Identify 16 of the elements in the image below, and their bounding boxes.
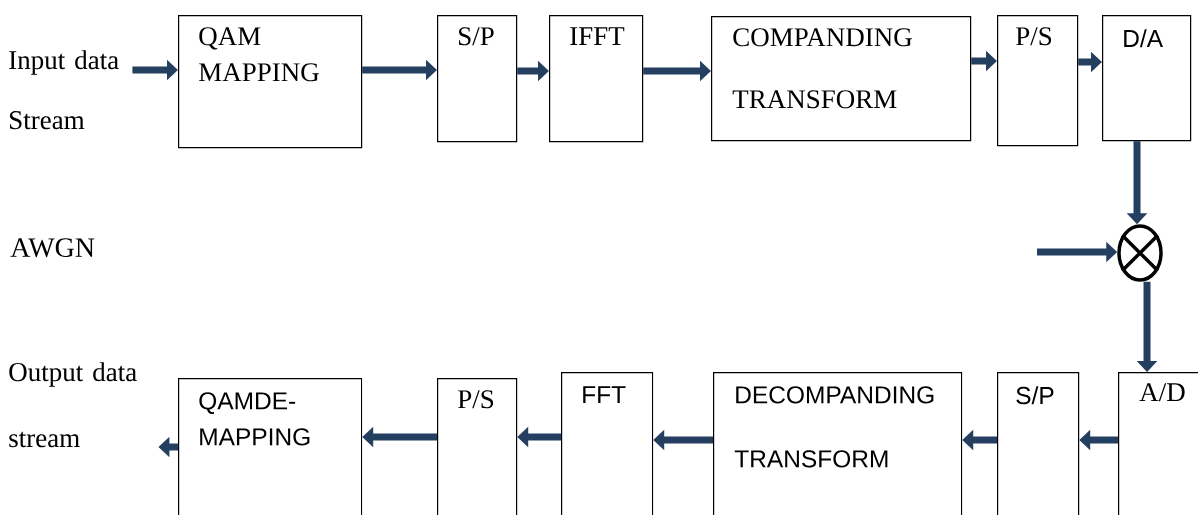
process-box: QAMDE- MAPPING: [178, 378, 363, 515]
process-box: S/P: [997, 372, 1080, 515]
process-box: IFFT: [549, 15, 644, 143]
io-label: Output data stream: [9, 362, 137, 448]
label: AWGN: [10, 238, 95, 258]
process-box: QAM MAPPING: [178, 15, 363, 149]
process-box: COMPANDING TRANSFORM: [711, 16, 972, 142]
process-box: P/S: [437, 378, 518, 515]
process-box: DECOMPANDING TRANSFORM: [713, 372, 963, 515]
process-box: A/D: [1118, 372, 1198, 515]
mixer-symbol: [1117, 224, 1163, 282]
io-label: Input data Stream: [9, 50, 119, 130]
process-box: D/A: [1102, 15, 1192, 142]
process-box: FFT: [561, 372, 654, 515]
process-box: S/P: [437, 15, 518, 143]
process-box: P/S: [997, 15, 1079, 147]
